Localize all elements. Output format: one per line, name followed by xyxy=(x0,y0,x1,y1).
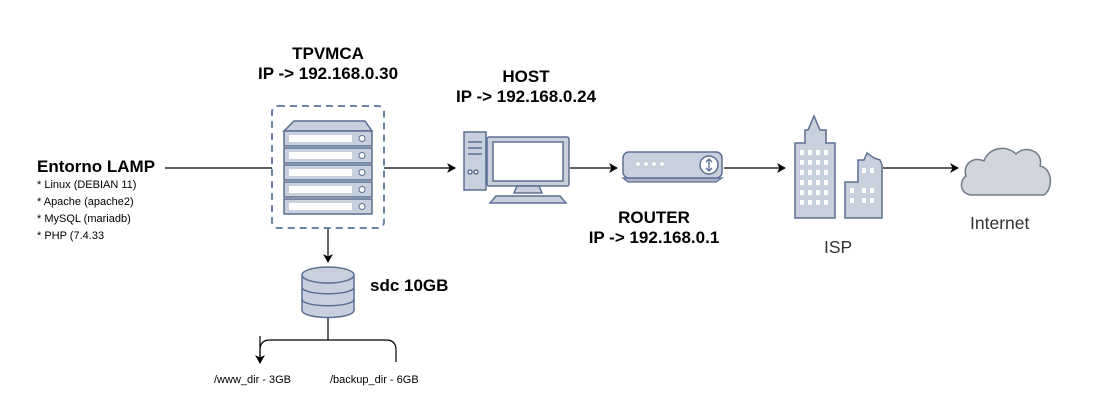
host-label: HOST IP -> 192.168.0.24 xyxy=(428,67,624,107)
tpvmca-label: TPVMCA IP -> 192.168.0.30 xyxy=(238,44,418,84)
router-icon xyxy=(621,151,724,183)
lamp-item: * Linux (DEBIAN 11) xyxy=(37,179,137,191)
tpvmca-name: TPVMCA xyxy=(292,44,364,63)
desktop-computer-icon xyxy=(463,131,570,204)
lamp-item: * PHP (7.4.33 xyxy=(37,230,105,242)
internet-label: Internet xyxy=(970,213,1030,233)
database-disk-icon xyxy=(301,266,355,319)
router-ip: IP -> 192.168.0.1 xyxy=(588,228,720,247)
router-name: ROUTER xyxy=(618,208,690,227)
isp-label: ISP xyxy=(824,237,853,257)
isp-buildings-icon xyxy=(794,114,883,219)
server-rack-icon xyxy=(271,105,385,229)
partition-www-label: /www_dir - 3GB xyxy=(214,374,292,386)
disk-to-partitions-connector xyxy=(259,318,397,362)
disk-label: sdc 10GB xyxy=(370,276,449,295)
router-label: ROUTER IP -> 192.168.0.1 xyxy=(566,208,742,248)
partition-backup-label: /backup_dir - 6GB xyxy=(330,374,419,386)
lamp-item: * MySQL (mariadb) xyxy=(37,213,131,225)
lamp-item: * Apache (apache2) xyxy=(37,196,134,208)
lamp-title: Entorno LAMP xyxy=(37,157,156,176)
cloud-icon xyxy=(960,147,1052,196)
host-ip: IP -> 192.168.0.24 xyxy=(455,87,597,106)
host-name: HOST xyxy=(502,67,550,86)
lamp-block: Entorno LAMP * Linux (DEBIAN 11) * Apach… xyxy=(37,157,155,245)
tpvmca-ip: IP -> 192.168.0.30 xyxy=(257,64,399,83)
